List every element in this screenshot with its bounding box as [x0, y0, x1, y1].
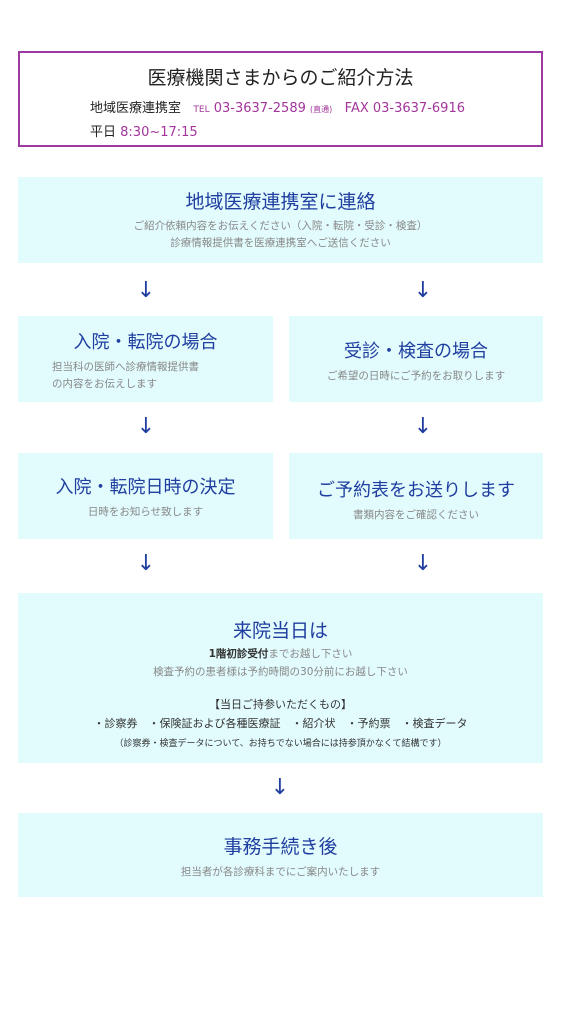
arrow-down-icon: ↓: [413, 414, 433, 439]
dept-name: 地域医療連携室: [90, 101, 182, 116]
reservation-box: ご予約表をお送りします 書類内容をご確認ください: [289, 453, 543, 539]
arrow-down-icon: ↓: [413, 278, 433, 303]
contact-info-box: 医療機関さまからのご紹介方法 地域医療連携室 TEL 03-3637-2589 …: [18, 51, 543, 147]
exam-case-line: ご希望の日時にご予約をお取りします: [326, 370, 506, 382]
exam-case-title: 受診・検査の場合: [344, 341, 488, 362]
procedure-box: 事務手続き後 担当者が各診療科までにご案内いたします: [18, 813, 543, 897]
admission-date-title: 入院・転院日時の決定: [55, 477, 236, 498]
exam-case-box: 受診・検査の場合 ご希望の日時にご予約をお取りします: [289, 316, 543, 402]
visit-line: 検査予約の患者様は予約時間の30分前にお越し下さい: [153, 666, 408, 678]
visit-line-rest: までお越し下さい: [268, 648, 353, 660]
step-contact-title: 地域医療連携室に連絡: [185, 191, 376, 213]
admission-case-title: 入院・転院の場合: [73, 332, 218, 353]
tel-note: (直通): [310, 105, 333, 114]
admission-case-line: の内容をお伝えします: [52, 378, 157, 390]
admission-date-box: 入院・転院日時の決定 日時をお知らせ致します: [18, 453, 273, 539]
contact-line: 地域医療連携室 TEL 03-3637-2589 (直通) FAX 03-363…: [90, 97, 465, 116]
bring-items-note: （診察券・検査データについて、お持ちでない場合には持参頂かなくて結構です）: [114, 739, 447, 749]
reservation-line: 書類内容をご確認ください: [353, 509, 479, 521]
reservation-title: ご予約表をお送りします: [317, 480, 515, 501]
fax-label: FAX: [344, 101, 369, 116]
procedure-line: 担当者が各診療科までにご案内いたします: [180, 866, 381, 878]
visit-line: 1階初診受付までお越し下さい: [18, 646, 543, 663]
fax-number: 03-3637-6916: [372, 101, 465, 116]
step-contact-box: 地域医療連携室に連絡 ご紹介依頼内容をお伝えください（入院・転院・受診・検査） …: [18, 177, 543, 263]
arrow-down-icon: ↓: [136, 414, 156, 439]
hours-value: 8:30~17:15: [120, 125, 198, 140]
arrow-down-icon: ↓: [136, 551, 156, 576]
visit-day-box: 来院当日は 1階初診受付までお越し下さい 検査予約の患者様は予約時間の30分前に…: [18, 593, 543, 763]
reception-name: 1階初診受付: [208, 648, 269, 660]
header-title: 医療機関さまからのご紹介方法: [147, 67, 414, 89]
tel-label: TEL: [193, 105, 210, 115]
step-contact-line: 診療情報提供書を医療連携室へご送信ください: [170, 237, 391, 249]
step-contact-line: ご紹介依頼内容をお伝えください（入院・転院・受診・検査）: [133, 220, 428, 232]
admission-case-box: 入院・転院の場合 担当科の医師へ診療情報提供書 の内容をお伝えします: [18, 316, 273, 402]
arrow-down-icon: ↓: [136, 278, 156, 303]
bring-items-heading: 【当日ご持参いただくもの】: [209, 698, 352, 711]
procedure-title: 事務手続き後: [223, 836, 338, 858]
hours-line: 平日 8:30~17:15: [90, 121, 198, 140]
visit-day-title: 来院当日は: [232, 620, 328, 642]
arrow-down-icon: ↓: [413, 551, 433, 576]
arrow-down-icon: ↓: [270, 775, 290, 800]
tel-number[interactable]: 03-3637-2589: [213, 101, 306, 116]
admission-date-line: 日時をお知らせ致します: [87, 506, 204, 518]
admission-case-line: 担当科の医師へ診療情報提供書: [52, 361, 199, 373]
hours-label: 平日: [90, 125, 117, 140]
bring-items-list: ・診察券 ・保険証および各種医療証 ・紹介状 ・予約票 ・検査データ: [93, 717, 468, 730]
